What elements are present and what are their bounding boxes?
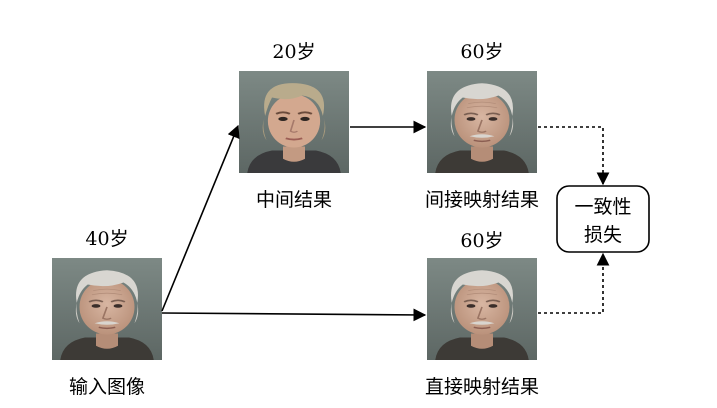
edge-direct-to-loss — [538, 252, 610, 314]
indirect-face-image — [425, 69, 539, 175]
input-face-image — [50, 256, 164, 362]
indirect-caption: 间接映射结果 — [425, 189, 539, 211]
direct-age-label: 60岁 — [460, 230, 503, 252]
direct-caption: 直接映射结果 — [425, 376, 539, 398]
loss-box-line1: 一致性 — [574, 196, 631, 218]
edge-input-to-direct — [161, 308, 427, 322]
intermediate-node: 20岁 中间结果 — [237, 41, 351, 211]
input-caption: 输入图像 — [69, 376, 145, 398]
edges — [161, 120, 610, 322]
intermediate-age-label: 20岁 — [272, 41, 315, 63]
edge-indirect-to-loss — [538, 126, 610, 186]
indirect-age-label: 60岁 — [460, 41, 503, 63]
input-node: 40岁 输入图像 — [50, 228, 164, 398]
indirect-result-node: 60岁 间接映射结果 — [425, 41, 539, 211]
intermediate-face-image — [237, 69, 351, 175]
intermediate-caption: 中间结果 — [256, 189, 332, 211]
loss-box-frame — [556, 185, 650, 253]
edge-input-to-intermediate — [161, 124, 240, 312]
loss-box-line2: 损失 — [584, 224, 622, 246]
direct-result-node: 60岁 直接映射结果 — [425, 230, 539, 398]
input-age-label: 40岁 — [85, 228, 128, 250]
direct-face-image — [425, 256, 539, 362]
consistency-loss-box: 一致性 损失 — [556, 185, 650, 253]
